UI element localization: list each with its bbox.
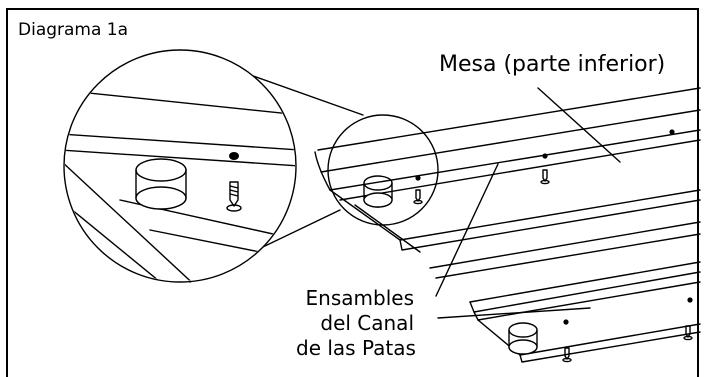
table-bottom-label: Mesa (parte inferior) xyxy=(439,52,666,77)
screw-holes xyxy=(415,129,693,325)
screws xyxy=(413,169,693,363)
magnified-detail xyxy=(63,49,297,283)
leg-channel-label: Ensambles del Canal de las Patas xyxy=(296,286,416,361)
leg-caps xyxy=(363,175,538,355)
leg-channel-label-line2: del Canal xyxy=(320,311,414,335)
detail-highlight-circle xyxy=(327,114,439,226)
leader-channel-lower xyxy=(437,307,591,319)
leader-lines xyxy=(435,87,621,319)
leg-channel-label-line3: de las Patas xyxy=(296,336,416,360)
leader-channel-upper xyxy=(435,163,499,297)
table-underside xyxy=(314,87,701,363)
diagram-title: Diagrama 1a xyxy=(18,20,129,40)
leader-table xyxy=(537,87,621,163)
leg-channel-label-line1: Ensambles xyxy=(305,286,414,310)
